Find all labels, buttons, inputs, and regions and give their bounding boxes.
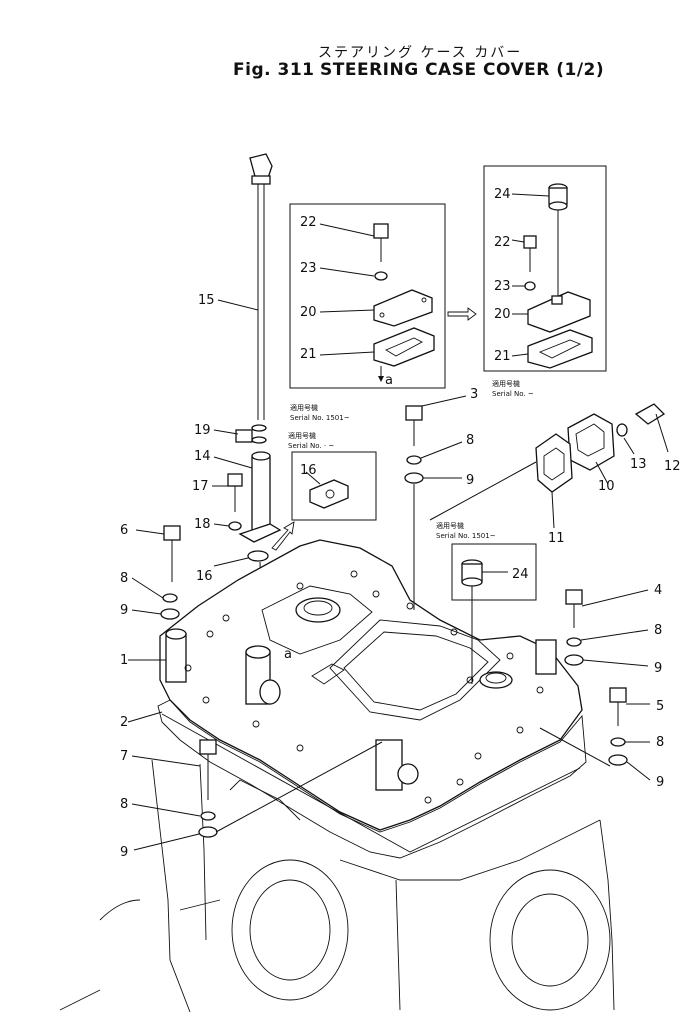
tube-14 (251, 455, 271, 531)
inset-box-right (483, 165, 607, 372)
serial-note-1-jp: 適用号機 (492, 379, 520, 388)
label-24-r: 24 (494, 187, 511, 202)
label-13: 13 (630, 457, 647, 472)
label-15: 15 (198, 293, 215, 308)
steering-case-cover (159, 539, 583, 831)
label-21: 21 (300, 347, 317, 362)
label-24: 24 (512, 567, 529, 582)
label-20: 20 (300, 305, 317, 320)
dipstick-assembly (212, 153, 295, 631)
serial-note-2: Serial No. 1501~ (290, 414, 350, 422)
fasteners-left (127, 525, 383, 851)
label-23: 23 (300, 261, 317, 276)
label-ref-a-main: a (284, 647, 292, 662)
figure-title: STEERING CASE COVER (1/2) (320, 60, 605, 80)
figure-number: Fig. 311 (233, 60, 315, 80)
label-12: 12 (664, 459, 681, 474)
callout-labels: 22 23 20 21 a 24 22 23 20 21 適用号機 Serial… (120, 187, 681, 860)
label-23-r: 23 (494, 279, 511, 294)
label-3: 3 (470, 387, 478, 402)
label-14: 14 (194, 449, 211, 464)
label-8-a: 8 (120, 571, 128, 586)
gasket-2 (157, 699, 587, 859)
label-11: 11 (548, 531, 565, 546)
label-8-c: 8 (466, 433, 474, 448)
label-5: 5 (656, 699, 664, 714)
label-16-b: 16 (300, 463, 317, 478)
bolt-head-22 (373, 223, 389, 239)
label-8-b: 8 (120, 797, 128, 812)
label-9-d: 9 (654, 661, 662, 676)
label-8-e: 8 (656, 735, 664, 750)
label-16-a: 16 (196, 569, 213, 584)
label-8-d: 8 (654, 623, 662, 638)
inset-box-left (289, 203, 446, 389)
transmission-housing (59, 759, 615, 1013)
label-18: 18 (194, 517, 211, 532)
serial-note-3: Serial No. · ~ (288, 442, 334, 450)
label-22: 22 (300, 215, 317, 230)
gasket-21 (373, 327, 435, 367)
serial-note-1: Serial No. ~ (492, 390, 534, 398)
label-10: 10 (598, 479, 615, 494)
label-21-r: 21 (494, 349, 511, 364)
label-ref-a: a (385, 373, 393, 388)
serial-note-2-jp: 適用号機 (290, 403, 318, 412)
label-20-r: 20 (494, 307, 511, 322)
washer-23 (374, 271, 388, 281)
serial-note-4-jp: 適用号機 (436, 521, 464, 530)
fasteners-center (404, 395, 537, 684)
label-19: 19 (194, 423, 211, 438)
serial-note-4: Serial No. 1501~ (436, 532, 496, 540)
label-22-r: 22 (494, 235, 511, 250)
cover-plate-20 (373, 289, 433, 327)
label-6: 6 (120, 523, 128, 538)
serial-note-3-jp: 適用号機 (288, 431, 316, 440)
label-7: 7 (120, 749, 128, 764)
label-9-b: 9 (120, 845, 128, 860)
figure-title-japanese: ステアリング ケース カバー (318, 45, 523, 61)
label-9-a: 9 (120, 603, 128, 618)
label-17: 17 (192, 479, 209, 494)
label-2: 2 (120, 715, 128, 730)
label-4: 4 (654, 583, 662, 598)
label-9-c: 9 (466, 473, 474, 488)
fasteners-right (429, 403, 669, 781)
inset-box-16 (291, 451, 377, 521)
arrow-to-right-inset (447, 307, 477, 321)
label-1: 1 (120, 653, 128, 668)
label-9-e: 9 (656, 775, 664, 790)
